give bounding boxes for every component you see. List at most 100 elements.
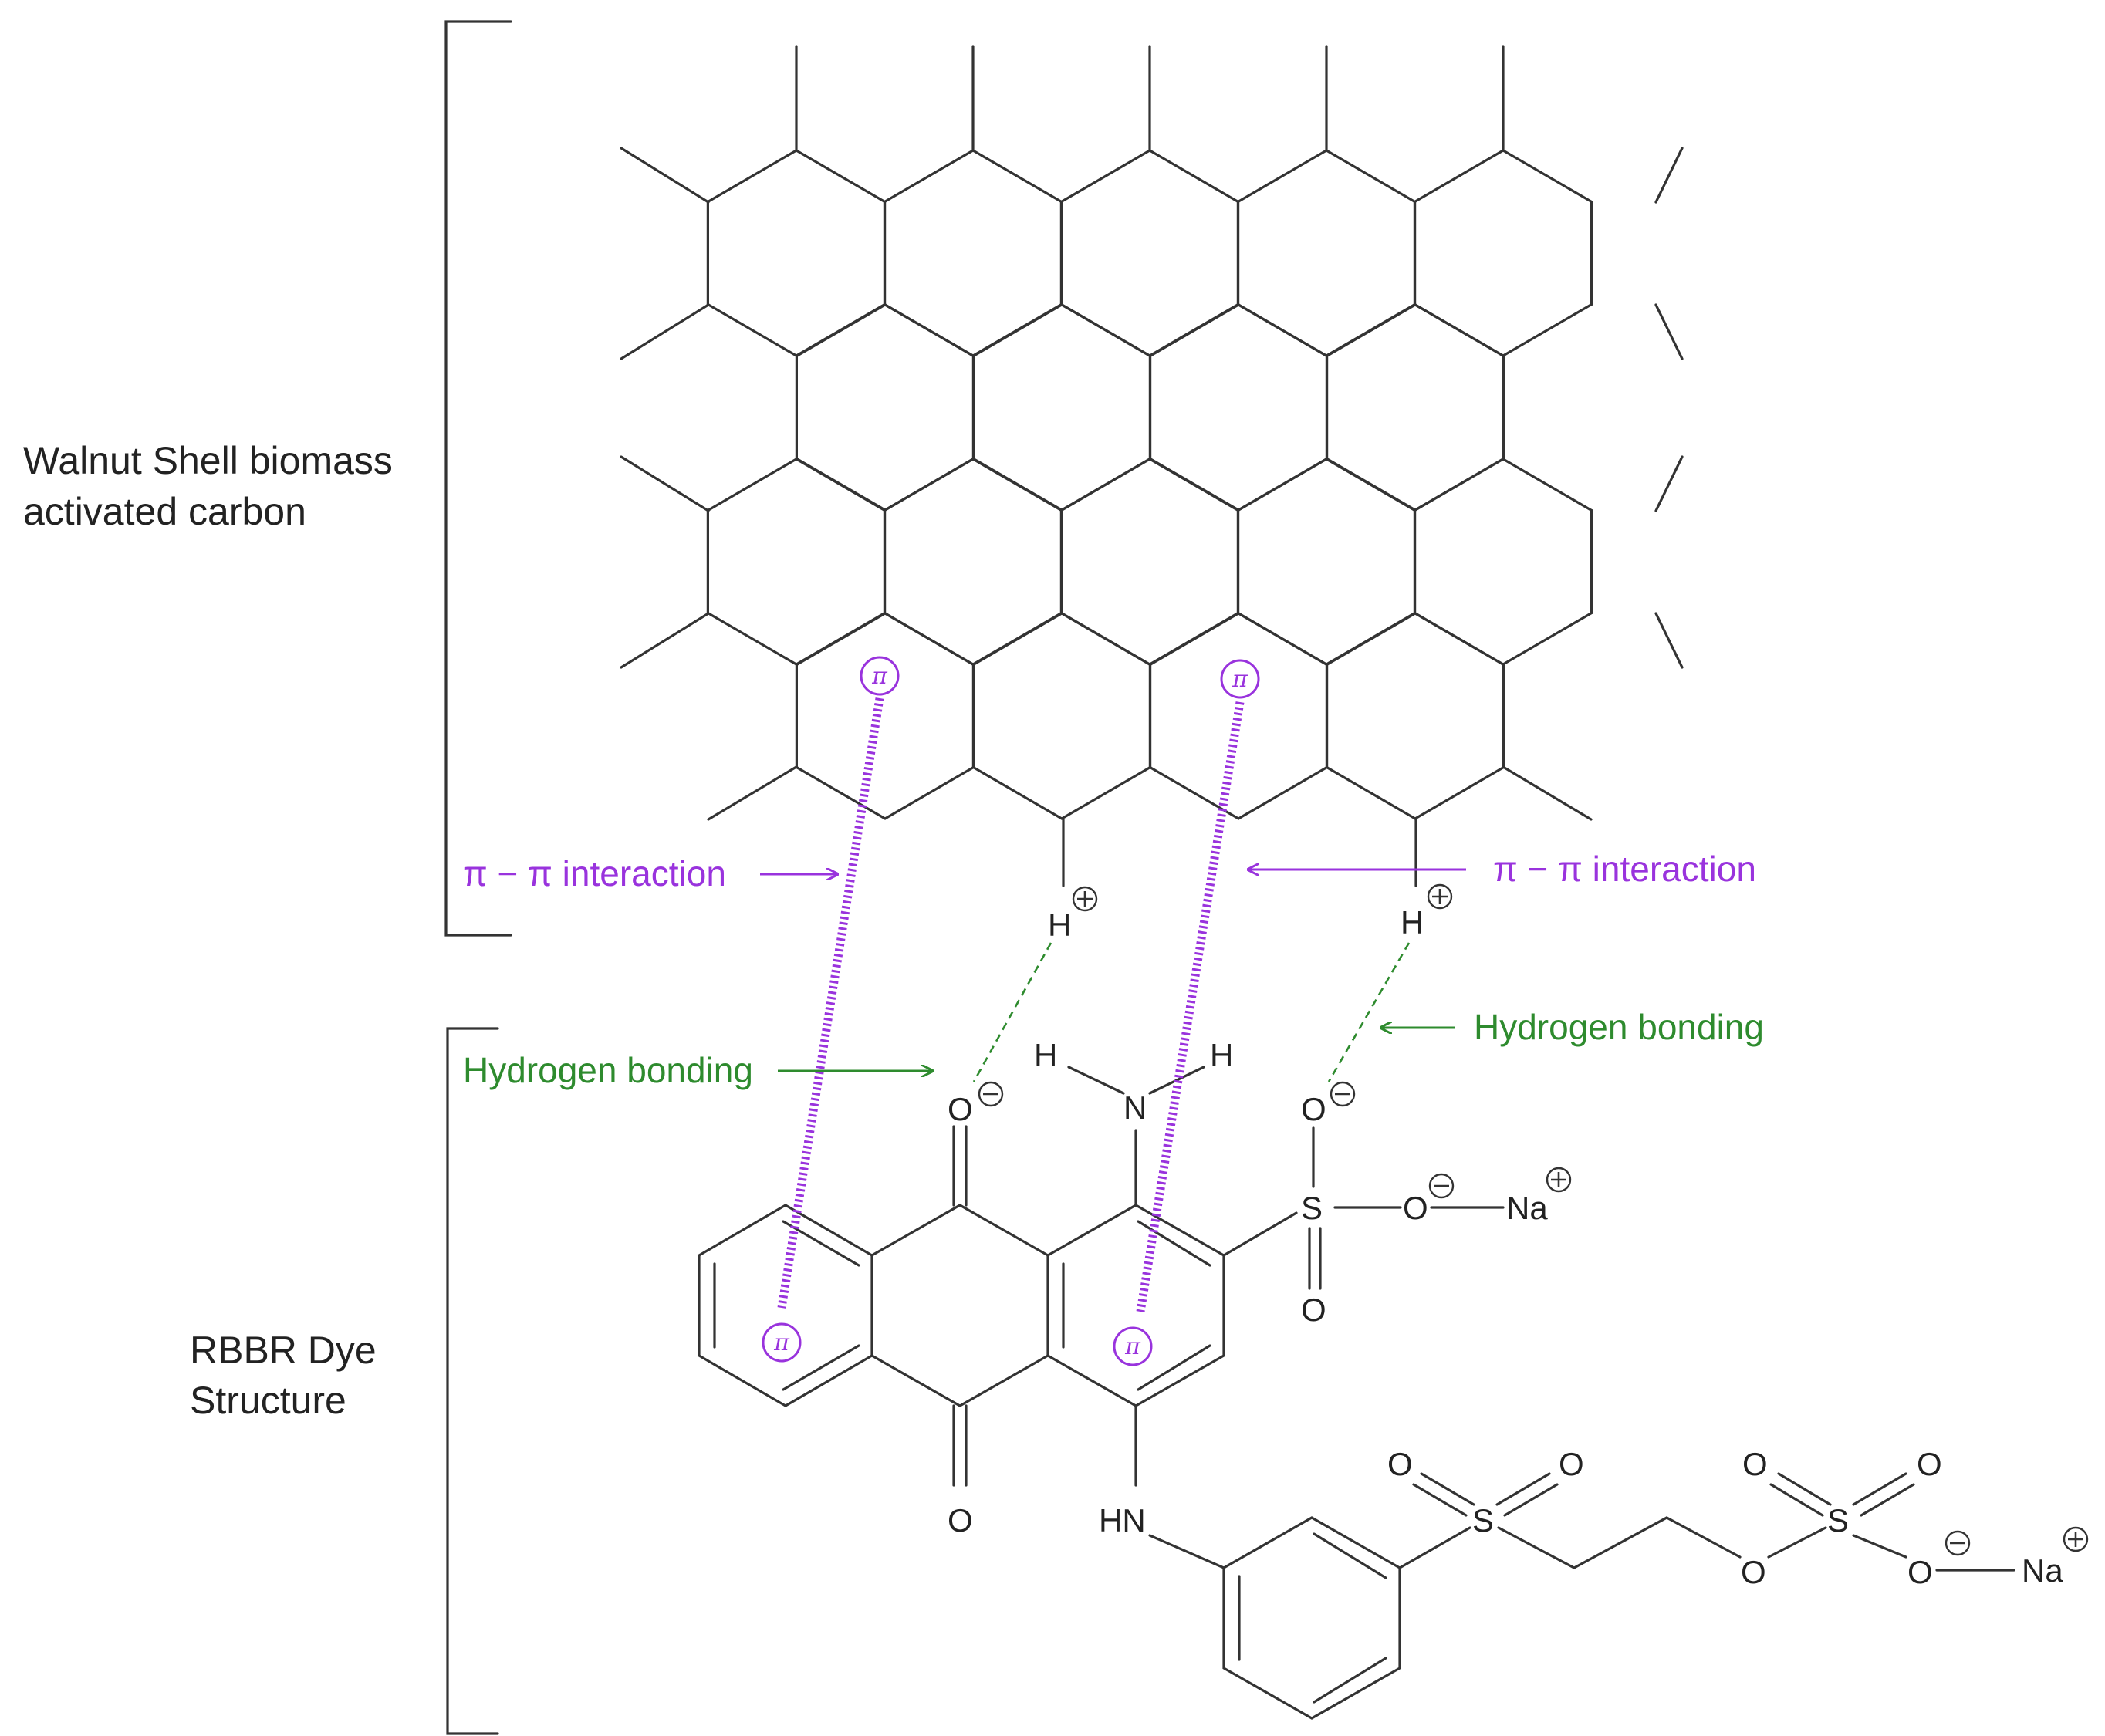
svg-text:O: O <box>948 1091 973 1127</box>
lattice-bond <box>884 612 975 667</box>
lattice-bond <box>883 149 975 204</box>
dye-label-line1: RBBR Dye <box>190 1329 377 1372</box>
hbond-left <box>972 942 1052 1082</box>
minus-charge-icon <box>1330 1081 1356 1107</box>
lattice-bond <box>884 765 975 820</box>
lattice-bond <box>1325 612 1417 667</box>
lattice-bond <box>1502 458 1593 512</box>
dye-label-line2: Structure <box>190 1379 346 1422</box>
lattice-bond <box>1502 765 1593 821</box>
pi-stack-right <box>1136 701 1245 1312</box>
lattice-bond <box>1502 302 1593 357</box>
surface-hydrogen-right: H <box>1401 818 1453 941</box>
pi-marker-dye-left: π <box>762 1322 802 1363</box>
lattice-bond <box>795 303 887 358</box>
lattice-bond <box>1148 612 1240 667</box>
lattice-bond <box>706 302 798 357</box>
lattice-bond <box>1148 303 1240 358</box>
lattice-bond <box>1060 612 1152 667</box>
svg-text:O: O <box>1403 1190 1428 1226</box>
lattice-bond <box>1414 765 1505 820</box>
svg-text:O: O <box>1301 1091 1326 1127</box>
lattice-bond <box>971 458 1063 512</box>
lattice-bond <box>971 149 1063 204</box>
carbon-label-line1: Walnut Shell biomass <box>23 439 393 482</box>
svg-text:H: H <box>1034 1037 1057 1073</box>
lattice-bond <box>1654 147 1684 204</box>
lattice-bond <box>1325 149 1417 204</box>
minus-charge-icon <box>1428 1173 1455 1199</box>
lattice-bond <box>1236 458 1328 512</box>
plus-charge-icon <box>1427 883 1453 910</box>
svg-text:π: π <box>1124 1333 1141 1360</box>
lattice-bond <box>1325 458 1417 512</box>
lattice-bond <box>707 765 798 821</box>
pi-marker-carbon-right: π <box>1220 659 1260 699</box>
pi-marker-carbon-left: π <box>860 656 900 696</box>
lattice-bond <box>620 612 710 669</box>
rbbr-dye-molecule: O O N H H S O O O Na HN <box>698 1037 2089 1720</box>
svg-text:O: O <box>1917 1446 1942 1482</box>
lattice-bond <box>795 765 887 820</box>
lattice-bond <box>1148 458 1240 512</box>
hbond-label-right: Hydrogen bonding <box>1474 1007 1764 1047</box>
svg-text:O: O <box>1301 1292 1326 1328</box>
plus-charge-icon <box>1072 886 1098 912</box>
svg-text:H: H <box>1210 1037 1233 1073</box>
lattice-bond <box>620 455 710 512</box>
lattice-bond <box>1148 149 1240 204</box>
lattice-bond <box>1654 303 1684 360</box>
lattice-bond <box>1059 458 1151 512</box>
lattice-bond <box>1325 765 1417 820</box>
lattice-bond <box>795 149 887 204</box>
svg-text:H: H <box>1048 907 1071 943</box>
lattice-bond <box>1325 303 1417 358</box>
lattice-bond <box>884 303 975 358</box>
lattice-bond <box>620 147 710 204</box>
lattice-bond <box>1060 765 1152 820</box>
minus-charge-icon <box>1945 1530 1971 1556</box>
svg-text:O: O <box>1907 1554 1933 1590</box>
svg-text:Na: Na <box>2022 1552 2063 1589</box>
lattice-bond <box>795 458 887 512</box>
lattice-bond <box>620 303 710 360</box>
lattice-bond <box>1237 612 1329 667</box>
lattice-bond <box>1654 455 1684 512</box>
surface-hydrogen-left: H <box>1048 818 1098 943</box>
activated-carbon-lattice <box>620 45 1684 821</box>
plus-charge-icon <box>1546 1167 1572 1193</box>
pi-interaction-label-right: π − π interaction <box>1493 849 1756 889</box>
minus-charge-icon <box>978 1081 1004 1107</box>
plus-charge-icon <box>2063 1526 2089 1552</box>
hbond-label-left: Hydrogen bonding <box>463 1050 753 1090</box>
lattice-bond <box>883 458 975 512</box>
lattice-bond <box>1413 149 1505 204</box>
lattice-bond <box>706 611 798 666</box>
lattice-bond <box>1237 765 1329 820</box>
svg-text:N: N <box>1123 1089 1147 1126</box>
svg-text:O: O <box>948 1502 973 1538</box>
svg-text:π: π <box>773 1329 790 1356</box>
lattice-bond <box>971 303 1063 358</box>
svg-text:O: O <box>1741 1554 1766 1590</box>
svg-text:O: O <box>1387 1446 1413 1482</box>
lattice-bond <box>1414 612 1505 667</box>
svg-text:HN: HN <box>1099 1502 1146 1538</box>
lattice-bond <box>795 612 887 667</box>
lattice-bond <box>1413 458 1505 512</box>
lattice-bond <box>706 458 798 512</box>
svg-text:π: π <box>871 663 888 690</box>
lattice-bond <box>1502 149 1593 204</box>
lattice-bond <box>1502 611 1593 666</box>
svg-text:π: π <box>1232 666 1248 693</box>
svg-text:O: O <box>1742 1446 1768 1482</box>
svg-text:H: H <box>1401 904 1424 941</box>
carbon-bracket <box>444 20 512 937</box>
pi-stack-left <box>777 697 884 1309</box>
carbon-label-line2: activated carbon <box>23 490 306 533</box>
lattice-bond <box>1060 303 1152 358</box>
svg-text:Na: Na <box>1506 1190 1548 1226</box>
dye-bracket <box>446 1027 499 1735</box>
lattice-bond <box>1237 303 1329 358</box>
